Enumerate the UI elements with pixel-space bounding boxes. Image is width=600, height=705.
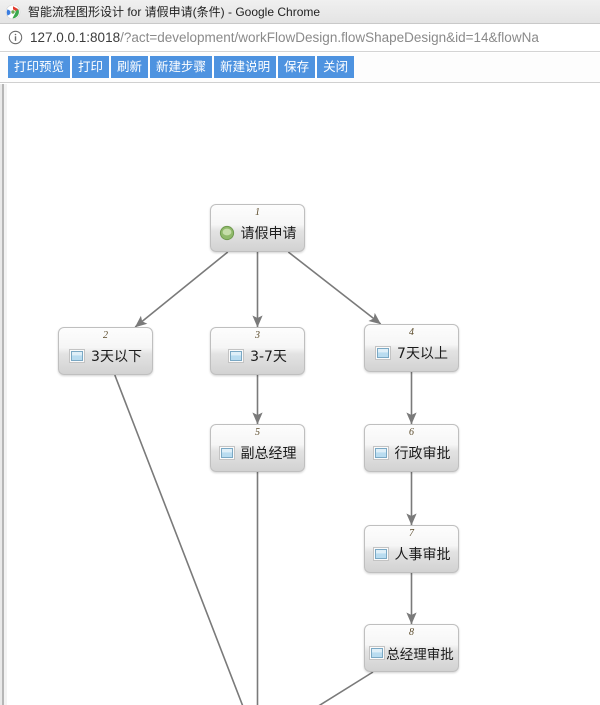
flow-node-label: 人事审批	[394, 547, 451, 563]
step-square-icon	[372, 547, 389, 561]
url-text[interactable]: 127.0.0.1:8018/?act=development/workFlow…	[30, 30, 539, 45]
flow-node-body: 行政审批	[365, 441, 458, 465]
step-square-icon	[228, 349, 245, 363]
flow-node-label: 副总经理	[240, 446, 297, 462]
flow-node-1[interactable]: 1 请假申请	[210, 204, 305, 252]
flow-node-label: 请假申请	[240, 226, 297, 242]
flow-node-4[interactable]: 4 7天以上	[364, 324, 459, 372]
info-circle-icon[interactable]	[8, 30, 23, 45]
edge-1-to-4[interactable]	[287, 251, 382, 325]
flow-node-number: 3	[255, 330, 260, 341]
flow-node-number: 2	[103, 330, 108, 341]
window-title: 智能流程图形设计 for 请假申请(条件) - Google Chrome	[28, 5, 321, 19]
refresh-button[interactable]: 刷新	[111, 56, 149, 78]
window-titlebar: 智能流程图形设计 for 请假申请(条件) - Google Chrome	[0, 0, 600, 24]
flow-node-number: 4	[409, 327, 414, 338]
flow-node-label: 3-7天	[250, 349, 287, 365]
flow-node-label: 7天以上	[397, 346, 448, 362]
step-square-icon	[369, 646, 386, 660]
flow-node-8[interactable]: 8 总经理审批	[364, 624, 459, 672]
flow-node-6[interactable]: 6 行政审批	[364, 424, 459, 472]
print-button[interactable]: 打印	[72, 56, 110, 78]
canvas-left-rail	[0, 84, 7, 705]
flow-node-body: 人事审批	[365, 542, 458, 566]
url-host: 127.0.0.1:8018	[30, 30, 121, 45]
flow-node-number: 8	[409, 627, 414, 638]
save-button[interactable]: 保存	[278, 56, 316, 78]
toolbar-button-group: 打印预览打印刷新新建步骤新建说明保存关闭	[8, 56, 355, 78]
flow-node-number: 6	[409, 427, 414, 438]
flow-node-body: 3-7天	[211, 344, 304, 368]
flow-node-2[interactable]: 2 3天以下	[58, 327, 153, 375]
chrome-app-icon	[5, 4, 21, 20]
flow-node-body: 7天以上	[365, 341, 458, 365]
flow-node-label: 3天以下	[91, 349, 142, 365]
new-note-button[interactable]: 新建说明	[214, 56, 277, 78]
close-button[interactable]: 关闭	[317, 56, 355, 78]
page-toolbar: 打印预览打印刷新新建步骤新建说明保存关闭	[0, 53, 600, 83]
flow-node-body: 总经理审批	[365, 641, 458, 665]
step-square-icon	[218, 446, 235, 460]
edge-8-to-9[interactable]	[296, 671, 374, 705]
start-circle-icon	[219, 225, 234, 241]
flow-node-number: 5	[255, 427, 260, 438]
step-square-icon	[375, 346, 392, 360]
flow-node-body: 3天以下	[59, 344, 152, 368]
address-bar[interactable]: 127.0.0.1:8018/?act=development/workFlow…	[0, 24, 600, 52]
url-path: /?act=development/workFlowDesign.flowSha…	[120, 30, 539, 45]
flow-node-label: 行政审批	[394, 446, 451, 462]
step-square-icon	[372, 446, 389, 460]
flow-node-3[interactable]: 3 3-7天	[210, 327, 305, 375]
flow-node-number: 1	[255, 207, 260, 218]
flow-node-body: 请假申请	[211, 221, 304, 245]
print-preview-button[interactable]: 打印预览	[8, 56, 71, 78]
flow-node-5[interactable]: 5 副总经理	[210, 424, 305, 472]
flow-node-label: 总经理审批	[386, 647, 454, 663]
flow-node-body: 副总经理	[211, 441, 304, 465]
flow-edges-layer	[114, 251, 417, 705]
flow-canvas[interactable]: 1 请假申请 2 3天以下 3 3-7天 4 7天以上 5 副总经理 6 行政审批 7 人事审批 8 总经理审…	[7, 84, 600, 705]
step-square-icon	[69, 349, 86, 363]
new-step-button[interactable]: 新建步骤	[150, 56, 213, 78]
flow-node-7[interactable]: 7 人事审批	[364, 525, 459, 573]
flow-canvas-area: 1 请假申请 2 3天以下 3 3-7天 4 7天以上 5 副总经理 6 行政审批 7 人事审批 8 总经理审…	[0, 84, 600, 705]
edge-1-to-2[interactable]	[134, 251, 229, 328]
flow-node-number: 7	[409, 528, 414, 539]
